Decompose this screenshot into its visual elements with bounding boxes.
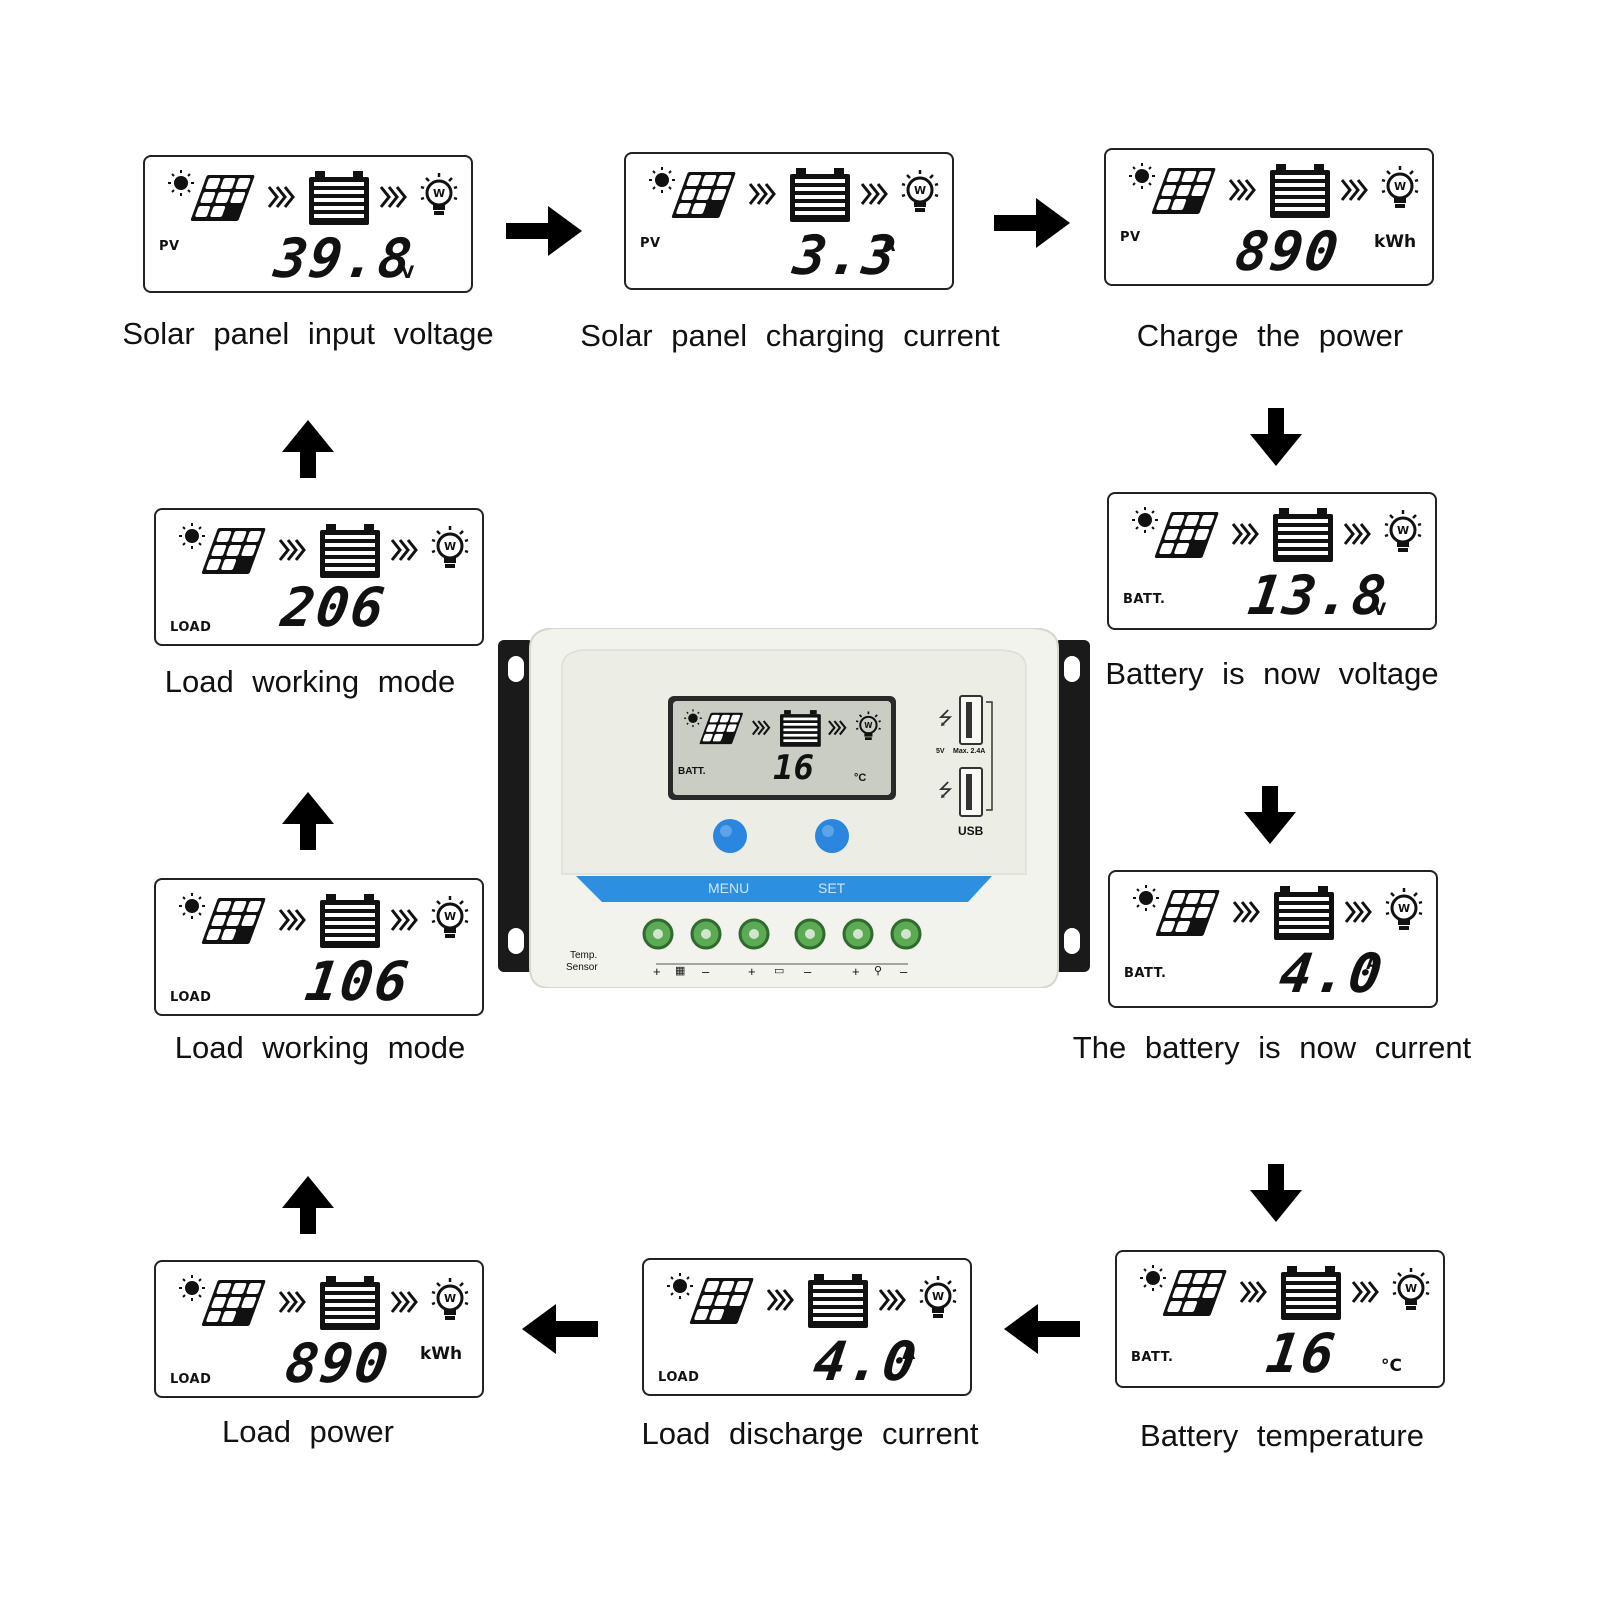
lcd-panel-load-mode-206: LOAD 206 <box>154 508 484 646</box>
reading-value: 206 <box>277 576 390 639</box>
terminal-polarity-plus: + <box>852 964 860 979</box>
lcd-status-icons <box>647 165 940 224</box>
caption-charge-power: Charge the power <box>1136 318 1404 353</box>
lcd-panel-pv-voltage: PV 39.8 V <box>143 155 473 293</box>
lcd-panel-pv-current: PV 3.3 A <box>624 152 954 290</box>
set-button[interactable] <box>815 819 849 853</box>
mode-label: PV <box>1120 230 1141 245</box>
caption-load-mode-106: Load working mode <box>174 1030 466 1065</box>
mode-label: LOAD <box>658 1370 700 1385</box>
temp-sensor-label: Temp. <box>570 950 598 961</box>
lcd-status-icons <box>665 1271 958 1330</box>
caption-load-current: Load discharge current <box>641 1416 979 1451</box>
terminal-polarity-minus: – <box>900 964 908 979</box>
lcd-panel-battery-current: BATT. 4.0 A <box>1108 870 1438 1008</box>
reading-value: 890 <box>281 1332 394 1395</box>
solar-charge-controller: BATT. 16 °C MENU SET ⭍ ⭍ 5V Max. 2.4A US… <box>498 628 1090 988</box>
lcd-panel-battery-temperature: BATT. 16 °C <box>1115 1250 1445 1388</box>
set-label: SET <box>818 880 846 896</box>
reading-unit: V <box>401 263 415 283</box>
lcd-panel-load-current: LOAD 4.0 A <box>642 1258 972 1396</box>
reading-unit: A <box>882 236 896 256</box>
mode-label: LOAD <box>170 990 212 1005</box>
lcd-status-icons <box>1131 883 1424 942</box>
reading-value: 106 <box>301 950 414 1013</box>
reading-unit: A <box>1366 954 1380 974</box>
terminal-polarity-plus: + <box>653 964 661 979</box>
controller-lcd-value: 16 <box>773 748 814 788</box>
reading-unit: V <box>1373 600 1387 620</box>
caption-load-mode-206: Load working mode <box>164 664 456 699</box>
usb-spec-voltage: 5V <box>936 748 945 755</box>
usb-label: USB <box>958 824 984 838</box>
mode-label: BATT. <box>1123 592 1166 607</box>
menu-button[interactable] <box>713 819 747 853</box>
controller-lcd-unit: °C <box>854 772 867 784</box>
temp-sensor-label: Sensor <box>566 962 598 973</box>
mode-label: PV <box>159 239 180 254</box>
arrow-down-icon <box>1250 408 1302 466</box>
lcd-status-icons <box>166 168 459 227</box>
reading-unit: A <box>902 1344 916 1364</box>
lcd-status-icons <box>1138 1263 1431 1322</box>
usb-icon: ⭍ <box>938 708 953 728</box>
mode-label: LOAD <box>170 620 212 635</box>
reading-unit: °C <box>1381 1356 1402 1376</box>
lcd-status-icons <box>177 891 470 950</box>
reading-value: 39.8 <box>270 227 418 290</box>
arrow-down-icon <box>1250 1164 1302 1222</box>
lcd-status-icons <box>177 1273 470 1332</box>
menu-label: MENU <box>708 880 750 896</box>
arrow-up-icon <box>282 792 334 850</box>
reading-value: 13.8 <box>1244 564 1392 627</box>
reading-unit: kWh <box>420 1344 463 1364</box>
caption-battery-voltage: Battery is now voltage <box>1105 656 1439 691</box>
reading-unit: kWh <box>1374 232 1417 252</box>
lcd-panel-load-power: LOAD 890 kWh <box>154 1260 484 1398</box>
mode-label: BATT. <box>1124 966 1167 981</box>
terminal-polarity-plus: + <box>748 964 756 979</box>
arrow-right-icon <box>506 206 582 256</box>
lcd-status-icons <box>1127 161 1420 220</box>
terminal-polarity-minus: – <box>702 964 710 979</box>
lcd-panel-charge-power: PV 890 kWh <box>1104 148 1434 286</box>
mode-label: LOAD <box>170 1372 212 1387</box>
usb-icon: ⭍ <box>938 780 953 800</box>
caption-pv-current: Solar panel charging current <box>580 318 1000 353</box>
arrow-right-icon <box>994 198 1070 248</box>
lcd-status-icons <box>177 521 470 580</box>
mode-label: PV <box>640 236 661 251</box>
terminal-polarity-minus: – <box>804 964 812 979</box>
arrow-down-icon <box>1244 786 1296 844</box>
lcd-panel-battery-voltage: BATT. 13.8 V <box>1107 492 1437 630</box>
battery-terminal-icon: ▭ <box>774 965 785 977</box>
reading-value: 890 <box>1231 220 1344 283</box>
controller-body <box>498 628 1090 988</box>
lcd-status-icons <box>1130 505 1423 564</box>
reading-value: 16 <box>1262 1322 1341 1385</box>
mode-label: BATT. <box>1131 1350 1174 1365</box>
arrow-up-icon <box>282 1176 334 1234</box>
caption-load-power: Load power <box>221 1414 394 1449</box>
caption-pv-voltage: Solar panel input voltage <box>122 316 494 351</box>
usb-spec-current: Max. 2.4A <box>953 748 986 755</box>
caption-battery-temperature: Battery temperature <box>1140 1418 1424 1453</box>
load-terminal-icon: ⚲ <box>874 965 883 977</box>
arrow-left-icon <box>522 1304 598 1354</box>
lcd-panel-load-mode-106: LOAD 106 <box>154 878 484 1016</box>
controller-lcd-mode: BATT. <box>678 766 706 777</box>
caption-battery-current: The battery is now current <box>1072 1030 1472 1065</box>
arrow-left-icon <box>1004 1304 1080 1354</box>
solar-terminal-icon: ▦ <box>675 965 686 977</box>
arrow-up-icon <box>282 420 334 478</box>
